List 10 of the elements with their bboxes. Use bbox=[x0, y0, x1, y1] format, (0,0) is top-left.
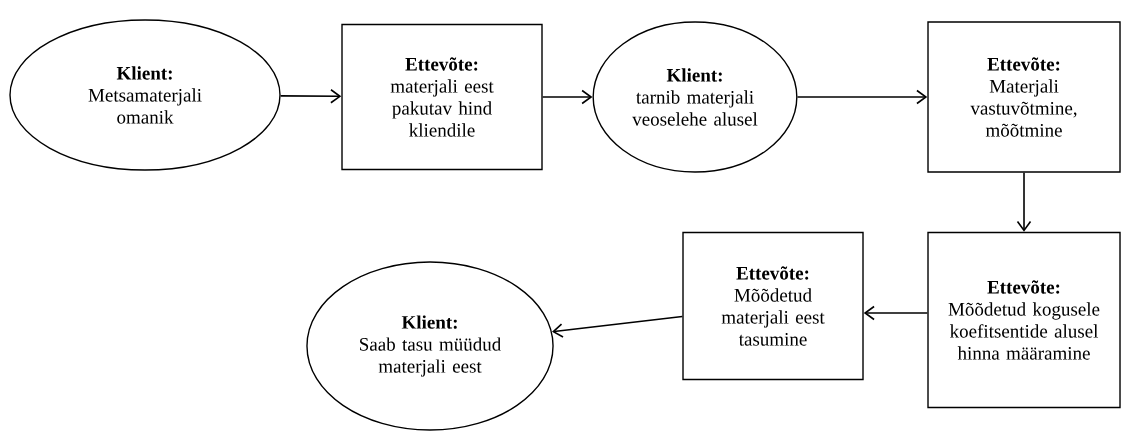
process-box: Ettevõte: materjali eest pakutav hind kliendile bbox=[341, 23, 543, 171]
arrow bbox=[279, 88, 342, 104]
arrow bbox=[541, 89, 593, 105]
arrow bbox=[552, 315, 684, 338]
process-box: Ettevõte: Mõõdetud materjali eest tasumine bbox=[682, 231, 864, 381]
arrow bbox=[796, 89, 928, 105]
process-box: Ettevõte: Materjali vastuvõtmine, mõõtmine bbox=[927, 21, 1121, 173]
arrow bbox=[1016, 171, 1032, 232]
arrow bbox=[863, 305, 929, 321]
process-box: Ettevõte: Mõõdetud kogusele koefitsentide alusel hinna määramine bbox=[927, 231, 1121, 409]
